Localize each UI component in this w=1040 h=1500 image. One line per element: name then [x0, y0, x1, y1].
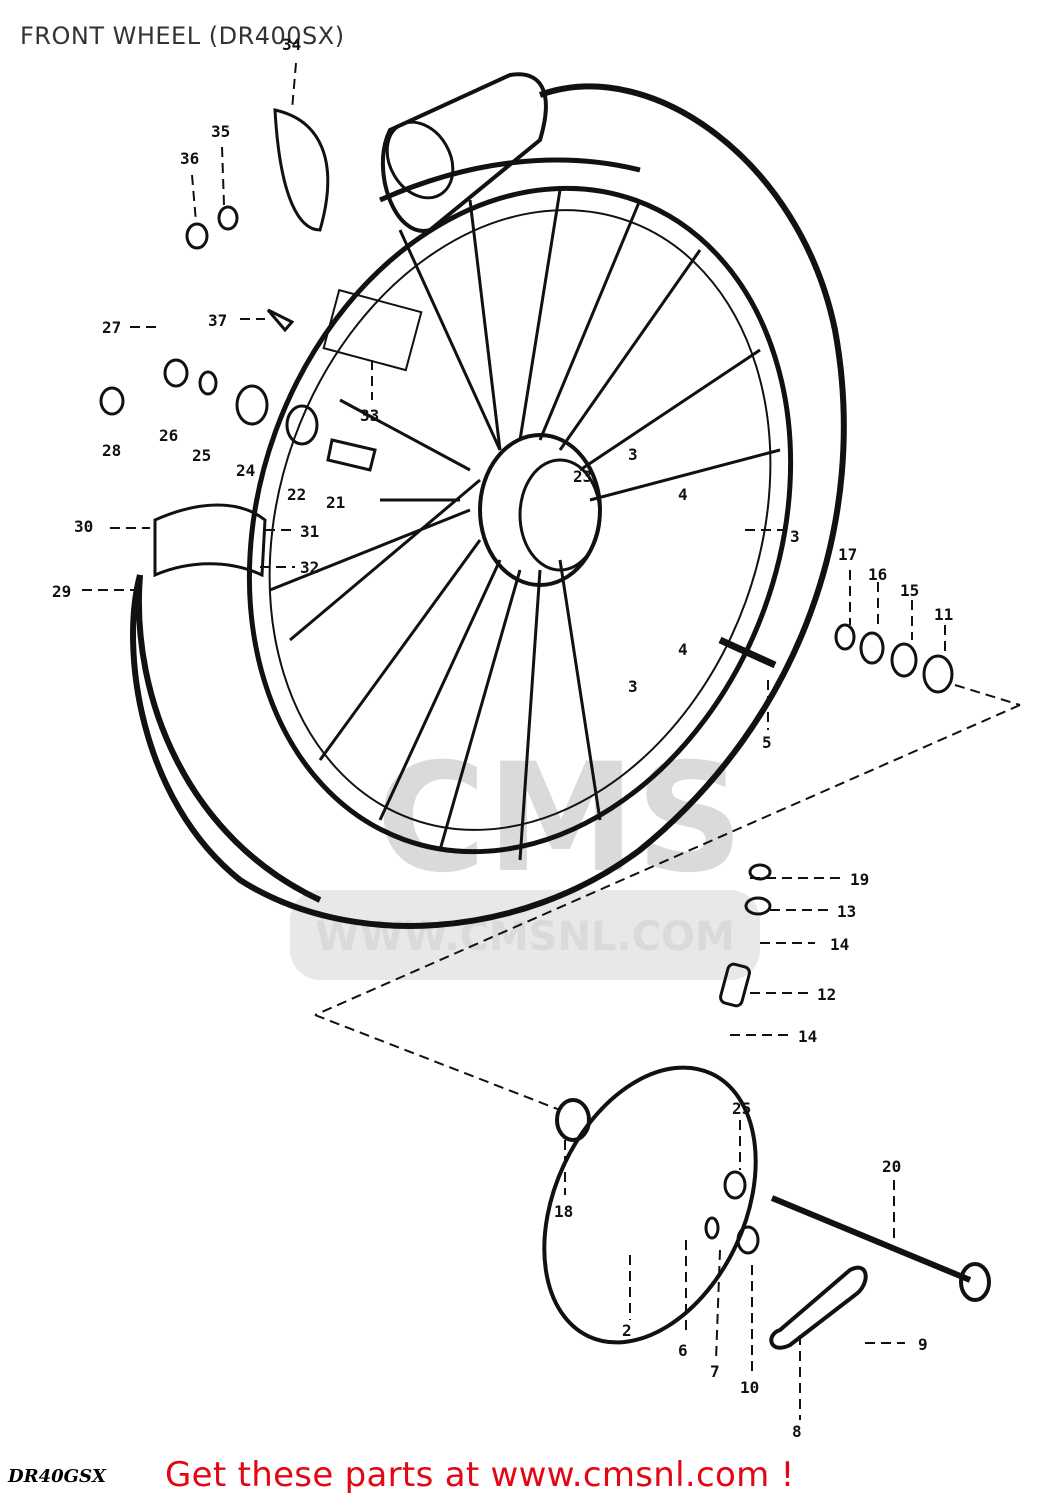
part-label: 25: [192, 446, 211, 465]
leader-lines: [82, 62, 1021, 1420]
watermark-site: WWW.CMSNL.COM: [315, 914, 735, 960]
part-label: 29: [52, 582, 71, 601]
part-label: 10: [740, 1378, 759, 1397]
watermark-logo: CMS: [376, 732, 743, 906]
part-label: 14: [830, 935, 849, 954]
part-label: 33: [360, 406, 379, 425]
watermark: WWW.CMSNL.COM CMS: [290, 732, 760, 980]
part-label: 37: [208, 311, 227, 330]
part-label: 25: [732, 1099, 751, 1118]
part-label: 18: [554, 1202, 573, 1221]
part-label: 26: [159, 426, 178, 445]
part-label: 19: [850, 870, 869, 889]
part-label: 14: [798, 1027, 817, 1046]
inner-tube: [380, 72, 548, 233]
part-label: 7: [710, 1362, 720, 1381]
part-label: 30: [74, 517, 93, 536]
part-labels: 2 3 3 3 4 4 5 6 7 8 9 10 11 12 13 14 14 …: [52, 35, 953, 1441]
part-label: 3: [790, 527, 800, 546]
tire-section: [136, 574, 322, 903]
rim: [246, 185, 794, 855]
part-label: 6: [678, 1341, 688, 1360]
part-label: 13: [837, 902, 856, 921]
part-label: 20: [882, 1157, 901, 1176]
part-label: 35: [211, 122, 230, 141]
brake-panel: [542, 1065, 758, 1345]
model-code: DR40GSX: [8, 1466, 106, 1487]
part-label: 36: [180, 149, 199, 168]
part-label: 4: [678, 640, 688, 659]
part-label: 5: [762, 733, 772, 752]
part-label: 21: [326, 493, 345, 512]
cta-link[interactable]: Get these parts at www.cmsnl.com !: [165, 1455, 795, 1495]
part-label: 28: [102, 441, 121, 460]
part-label: 9: [918, 1335, 928, 1354]
part-label: 34: [282, 35, 301, 54]
part-label: 4: [678, 485, 688, 504]
part-label: 8: [792, 1422, 802, 1441]
wheel-drawing: [99, 72, 991, 1350]
diagram-title: FRONT WHEEL (DR400SX): [20, 22, 345, 50]
part-label: 3: [628, 445, 638, 464]
brake-arm: [769, 1265, 868, 1350]
part-label: 22: [287, 485, 306, 504]
spokes: [269, 189, 781, 861]
part-label: 15: [900, 581, 919, 600]
tire: [130, 83, 847, 929]
part-label: 12: [817, 985, 836, 1004]
axle: [770, 1195, 972, 1283]
part-label: 11: [934, 605, 953, 624]
part-label: 3: [628, 677, 638, 696]
part-label: 24: [236, 461, 255, 480]
part-label: 16: [868, 565, 887, 584]
part-label: 2: [622, 1321, 632, 1340]
part-label: 23: [573, 467, 592, 486]
part-label: 32: [300, 558, 319, 577]
part-label: 31: [300, 522, 319, 541]
part-label: 17: [838, 545, 857, 564]
part-label: 27: [102, 318, 121, 337]
